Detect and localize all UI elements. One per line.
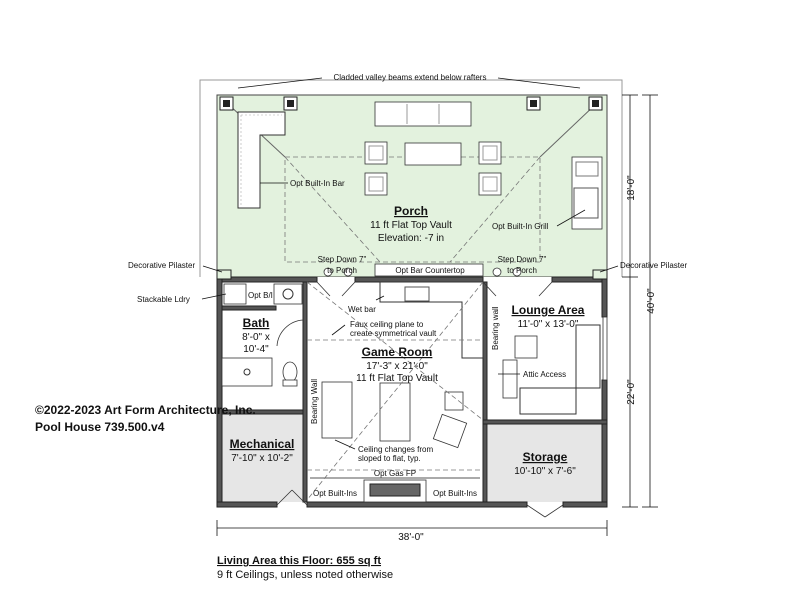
game-room-line1: 17'-3" x 21'-0": [366, 361, 428, 372]
note-opt-bi: Opt B/I: [248, 291, 273, 300]
dim-width: 38'-0": [398, 532, 424, 543]
bath-line1: 8'-0" x: [242, 332, 270, 343]
roof-overhang-outline: [199, 79, 623, 277]
porch-vault-diagonal-2: [449, 156, 541, 263]
note-opt-built-in-bar: Opt Built-In Bar: [290, 179, 345, 188]
porch-vault-outline: [284, 156, 541, 263]
storage-title: Storage: [523, 450, 568, 464]
footer-living-area: Living Area this Floor: 655 sq ft: [217, 555, 381, 567]
vault-diagonal-2: [306, 281, 484, 501]
built-in-bar: [237, 111, 286, 209]
leader-lines: [201, 77, 619, 450]
note-opt-built-ins-left: Opt Built-Ins: [313, 489, 357, 498]
storage-line1: 10'-10" x 7'-6": [514, 466, 576, 477]
porch-coffee-table: [404, 142, 462, 166]
note-faux-ceiling-2: create symmetrical vault: [350, 329, 437, 338]
bar-countertop: [323, 263, 522, 277]
note-step-down-right-2: to Porch: [507, 266, 537, 275]
note-wet-bar: Wet bar: [348, 305, 376, 314]
note-ceiling-changes-1: Ceiling changes from: [358, 445, 433, 454]
note-opt-gas-fp: Opt Gas FP: [374, 469, 416, 478]
porch-posts: [219, 96, 603, 111]
mechanical-fill: [222, 414, 303, 502]
dim-depth-porch: 18'-0": [626, 175, 637, 201]
note-step-down-left-2: to Porch: [327, 266, 357, 275]
pilaster-right: [592, 269, 608, 280]
note-decorative-pilaster-right: Decorative Pilaster: [620, 261, 687, 270]
note-decorative-pilaster-left: Decorative Pilaster: [128, 261, 195, 270]
porch-title: Porch: [394, 204, 428, 218]
vault-diagonal-1: [306, 281, 484, 421]
game-room-line2: 11 ft Flat Top Vault: [356, 373, 438, 384]
valley-beam-right: [539, 102, 598, 158]
porch-sofa: [374, 101, 472, 127]
note-opt-built-ins-right: Opt Built-Ins: [433, 489, 477, 498]
dim-depth-total: 40'-0": [646, 288, 657, 314]
note-faux-ceiling-1: Faux ceiling plane to: [350, 320, 424, 329]
porch-line1: 11 ft Flat Top Vault: [370, 220, 452, 231]
copyright-line1: ©2022-2023 Art Form Architecture, Inc.: [35, 403, 256, 417]
lounge-title: Lounge Area: [512, 303, 585, 317]
note-step-down-left-1: Step Down 7": [318, 255, 367, 264]
note-attic-access: Attic Access: [523, 370, 566, 379]
storage-fill: [488, 422, 602, 502]
note-opt-bar-countertop: Opt Bar Countertop: [395, 266, 465, 275]
doors: [276, 281, 608, 518]
note-ceiling-changes-2: sloped to flat, typ.: [358, 454, 421, 463]
note-opt-built-in-grill: Opt Built-In Grill: [492, 222, 549, 231]
footer-ceilings: 9 ft Ceilings, unless noted otherwise: [217, 569, 393, 581]
porch-chairs: [364, 141, 502, 196]
dim-depth-house: 22'-0": [626, 379, 637, 405]
bath-title: Bath: [243, 316, 270, 330]
bath-line2: 10'-4": [243, 344, 269, 355]
note-bearing-wall-left: Bearing Wall: [310, 379, 319, 424]
interior-walls: [221, 281, 608, 503]
lounge-furniture: [502, 324, 601, 415]
mechanical-title: Mechanical: [230, 437, 295, 451]
note-stackable-ldry: Stackable Ldry: [137, 295, 190, 304]
dimension-lines: [216, 94, 658, 536]
bath-fixtures: [221, 283, 303, 387]
note-bearing-wall-right: Bearing wall: [491, 306, 500, 350]
copyright-line2: Pool House 739.500.v4: [35, 420, 165, 434]
lounge-line1: 11'-0" x 13'-0": [518, 319, 579, 330]
game-room-title: Game Room: [362, 345, 433, 359]
game-room-furniture: [310, 381, 480, 503]
pilaster-left: [216, 269, 232, 280]
mechanical-line1: 7'-10" x 10'-2": [231, 453, 293, 464]
porch-line2: Elevation: -7 in: [378, 233, 444, 244]
note-step-down-right-1: Step Down 7": [498, 255, 547, 264]
built-in-grill: [571, 156, 603, 230]
note-valley-beams: Cladded valley beams extend below rafter…: [334, 73, 487, 82]
exterior-walls: [216, 276, 608, 508]
